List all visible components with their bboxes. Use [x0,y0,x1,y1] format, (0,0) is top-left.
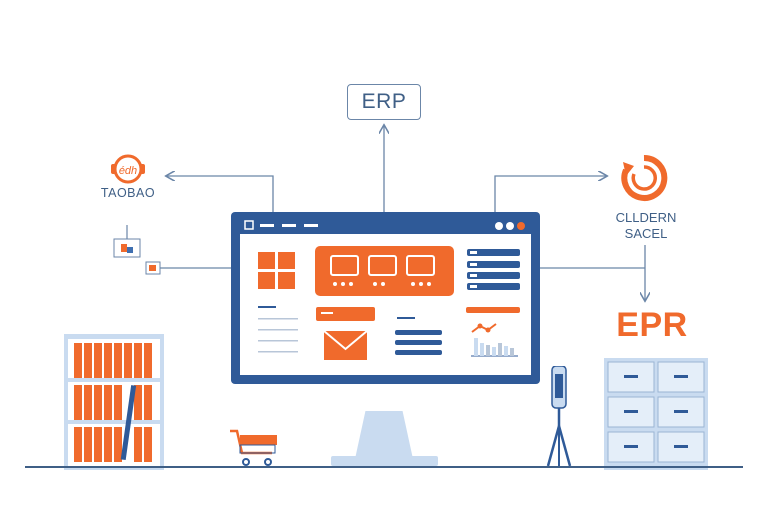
taobao-logo-icon: édh [111,154,145,184]
list-bar-3 [467,272,520,279]
right-brand-line2: SACEL [624,226,668,241]
tile-2 [278,252,295,269]
monitor-stand [355,411,413,459]
orange-bar-right [466,307,520,313]
list-bar-4 [467,283,520,290]
package-icon [113,238,141,258]
window-dot-3[interactable] [517,222,525,230]
tile-4 [278,272,295,289]
taobao-label: TAOBAO [100,186,156,200]
window-dot-2[interactable] [506,222,514,230]
list-bar-2 [467,261,520,268]
epr-title: EPR [616,306,688,344]
tile-1 [258,252,275,269]
camera-tripod-icon [546,366,572,467]
arrow-to-right-brand [494,176,606,212]
nav-bar-line-3 [304,224,318,227]
window-dot-1[interactable] [495,222,503,230]
chart-icon [471,323,518,357]
orange-banner [316,307,375,321]
erp-box: ERP [347,84,421,120]
shopping-cart-icon [230,429,277,466]
monitor-base [331,456,438,466]
nav-bar-line-2 [282,224,296,227]
erp-label: ERP [361,90,407,113]
right-brand-label: CLLDERN SACEL [602,210,690,242]
floor-line [25,466,743,468]
envelope-icon [323,330,368,360]
tile-3 [258,272,275,289]
bookshelf-icon [64,334,164,470]
cabinet-icon [604,358,708,470]
list-bar-1 [467,249,520,256]
screen-content [258,246,520,360]
arrow-to-taobao [167,176,274,212]
nav-bar-line-1 [260,224,274,227]
taobao-logo-text: édh [119,165,137,177]
search-icon [244,220,254,230]
right-brand-line1: CLLDERN [615,210,677,225]
tag-icon [145,261,161,275]
sync-logo-icon [621,154,668,201]
